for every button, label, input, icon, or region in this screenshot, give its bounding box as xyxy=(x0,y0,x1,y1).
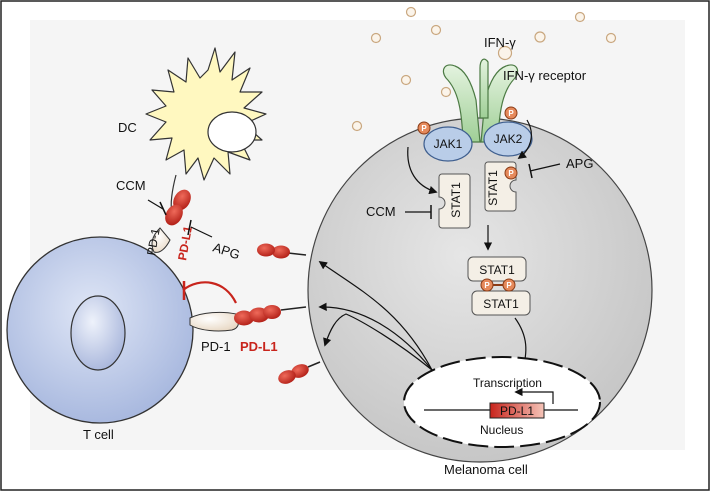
pdl1-top-label: PD-L1 xyxy=(175,225,195,262)
phosphate-icon: P xyxy=(480,278,494,292)
ifn-gamma-receptor-label: IFN-γ receptor xyxy=(503,68,587,83)
stat1-right-label: STAT1 xyxy=(486,170,500,206)
ifn-gamma-receptor xyxy=(442,58,519,143)
svg-text:P: P xyxy=(508,109,514,118)
svg-text:P: P xyxy=(506,281,512,290)
pdl1-to-synapse-arrow xyxy=(318,302,433,371)
ccm-top-label: CCM xyxy=(116,178,146,193)
stat1-left-label: STAT1 xyxy=(449,182,463,218)
apg-inhibit-line xyxy=(529,163,561,172)
dc-nucleus xyxy=(207,111,257,153)
stat1-dimer-bottom-label: STAT1 xyxy=(483,297,519,311)
dc-pd1-receptor xyxy=(151,227,171,253)
svg-text:P: P xyxy=(421,124,427,133)
phosphate-icon: P xyxy=(502,278,516,292)
ifn-gamma-label: IFN-γ xyxy=(484,35,516,50)
pdl1-ligand xyxy=(234,305,307,326)
jak2-to-stat1-arrow xyxy=(517,119,532,159)
ifn-gamma-molecules xyxy=(351,6,617,132)
nucleus-label: Nucleus xyxy=(480,423,523,437)
soluble-pdl1 xyxy=(278,361,321,384)
jak2-kinase xyxy=(483,121,533,157)
apg-top-inhibit-line xyxy=(190,226,213,238)
t-cell-label: T cell xyxy=(83,427,114,442)
pd1-receptor xyxy=(189,311,240,332)
phosphate-icon: P xyxy=(417,121,431,135)
pdl1-gene xyxy=(489,402,545,419)
pd1-top-label: PD-1 xyxy=(144,227,163,257)
svg-text:P: P xyxy=(508,169,514,178)
nucleus xyxy=(403,356,601,448)
jak1-kinase xyxy=(423,126,473,162)
t-cell-nucleus xyxy=(70,295,126,371)
pdl1-gene-label: PD-L1 xyxy=(500,404,534,418)
ccm-top-inhibit-line xyxy=(147,199,164,210)
dc-label: DC xyxy=(118,120,137,135)
pd1-bottom-label: PD-1 xyxy=(201,339,231,354)
stat1-monomer-left xyxy=(438,173,471,229)
membrane-pdl1 xyxy=(257,243,307,259)
pdl1-inhibition-arc xyxy=(182,281,237,304)
ccm-mid-label: CCM xyxy=(366,204,396,219)
ccm-top-inhibit-bar xyxy=(159,201,167,216)
pdl1-bottom-label: PD-L1 xyxy=(240,339,278,354)
stat1-dimer-bottom xyxy=(471,290,531,316)
apg-right-label: APG xyxy=(566,156,593,171)
jak2-label: JAK2 xyxy=(494,132,523,146)
apg-top-inhibit-bar xyxy=(187,219,192,236)
jak1-label: JAK1 xyxy=(434,137,463,151)
jak1-to-stat1-arrow xyxy=(407,146,438,195)
stat1-dimer-top xyxy=(467,256,527,282)
transcription-label: Transcription xyxy=(473,376,542,390)
phosphate-icon: P xyxy=(504,166,518,180)
pdl1-secreted-arrow xyxy=(323,313,433,371)
svg-text:P: P xyxy=(484,281,490,290)
apg-inhibit-bar xyxy=(528,163,533,179)
dc-pdl1-ligand xyxy=(165,189,191,226)
stat1-dimer-top-label: STAT1 xyxy=(479,263,515,277)
pdl1-to-membrane-arrow xyxy=(318,261,433,371)
melanoma-cell-label: Melanoma cell xyxy=(444,462,528,477)
transcription-arrow xyxy=(514,387,554,404)
phosphate-icon: P xyxy=(504,106,518,120)
